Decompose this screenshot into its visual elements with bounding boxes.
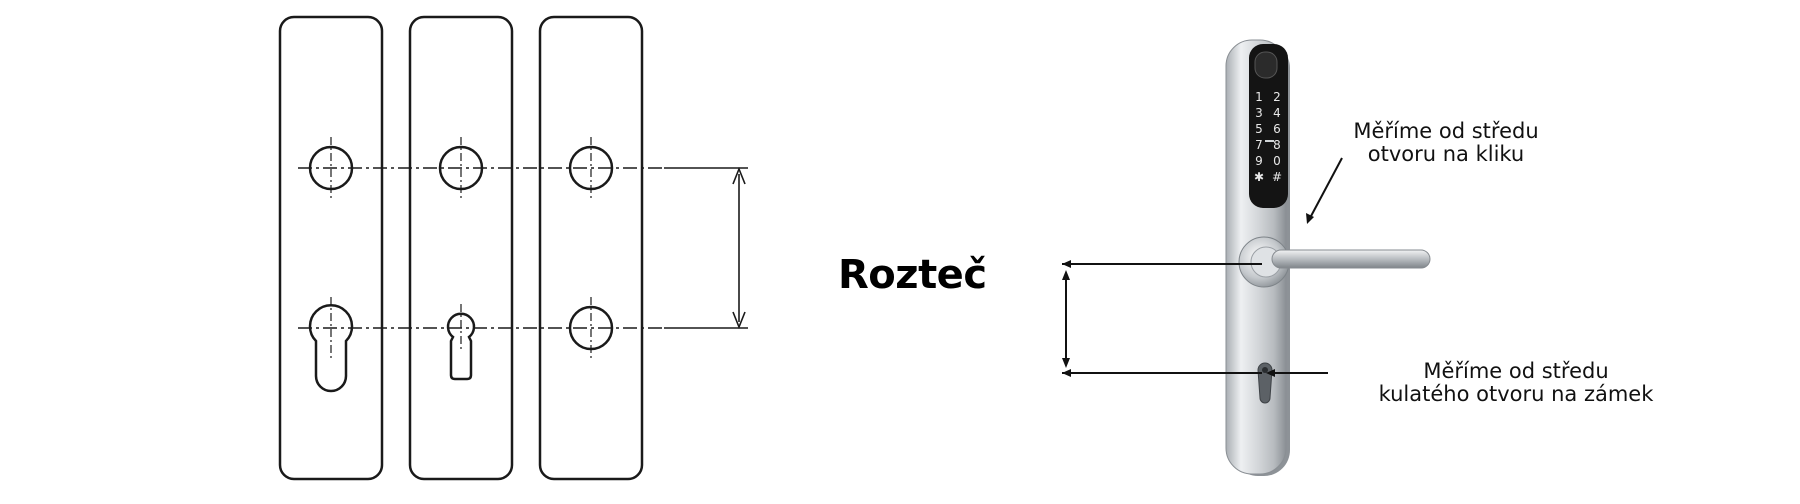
handle-hole-3 bbox=[568, 137, 614, 200]
keypad-digit: # bbox=[1272, 170, 1282, 184]
keypad-digit: 8 bbox=[1273, 138, 1281, 152]
keypad-digit: ✱ bbox=[1254, 170, 1264, 184]
pitch-arrowhead-top bbox=[732, 166, 746, 185]
handle-measurement-note: Měříme od středu otvoru na kliku bbox=[1316, 120, 1576, 166]
round-lock-hole bbox=[568, 297, 614, 360]
euro-cylinder-hole bbox=[308, 297, 354, 393]
keyhole-hole bbox=[446, 304, 476, 381]
pitch-title: Rozteč bbox=[838, 252, 987, 298]
lock-note-line-2: kulatého otvoru na zámek bbox=[1378, 382, 1654, 406]
plate-3 bbox=[538, 15, 644, 481]
handle-note-line-2: otvoru na kliku bbox=[1367, 142, 1525, 166]
keypad-digit: 2 bbox=[1273, 90, 1281, 104]
fingerprint-sensor bbox=[1254, 51, 1278, 79]
lock-note-line-1: Měříme od středu bbox=[1423, 359, 1609, 383]
pitch-arrow-up bbox=[1062, 270, 1070, 280]
keypad-digit: 3 bbox=[1255, 106, 1263, 120]
keypad-digit: 9 bbox=[1255, 154, 1263, 168]
keypad-digit: 0 bbox=[1273, 154, 1281, 168]
lock-measurement-note: Měříme od středu kulatého otvoru na záme… bbox=[1356, 360, 1676, 406]
lock-cylinder bbox=[1257, 362, 1273, 404]
keypad-digit: 4 bbox=[1273, 106, 1281, 120]
handle-pointer-arrow bbox=[1309, 157, 1343, 219]
lock-measurement bbox=[1062, 157, 1343, 377]
escutcheon-plates-drawing bbox=[278, 15, 748, 481]
pitch-arrow-down bbox=[1062, 358, 1070, 368]
plate-2 bbox=[408, 15, 514, 481]
handle-hole-1 bbox=[308, 137, 354, 200]
keypad-digits: 1 3 5 7 9 ✱ 2 4 6 8 0 # bbox=[1254, 90, 1282, 184]
handle-note-line-1: Měříme od středu bbox=[1353, 119, 1539, 143]
handle-hole-2 bbox=[438, 137, 484, 200]
keypad-panel bbox=[1249, 44, 1288, 208]
keypad-digit: 6 bbox=[1273, 122, 1281, 136]
plate-1 bbox=[278, 15, 384, 481]
lever-handle bbox=[1271, 249, 1431, 269]
keypad-digit: 5 bbox=[1255, 122, 1263, 136]
keypad-digit: 1 bbox=[1255, 90, 1263, 104]
smart-lock-illustration bbox=[1225, 39, 1431, 476]
pitch-arrowhead-bottom bbox=[732, 311, 746, 330]
keypad-digit: 7 bbox=[1255, 138, 1263, 152]
